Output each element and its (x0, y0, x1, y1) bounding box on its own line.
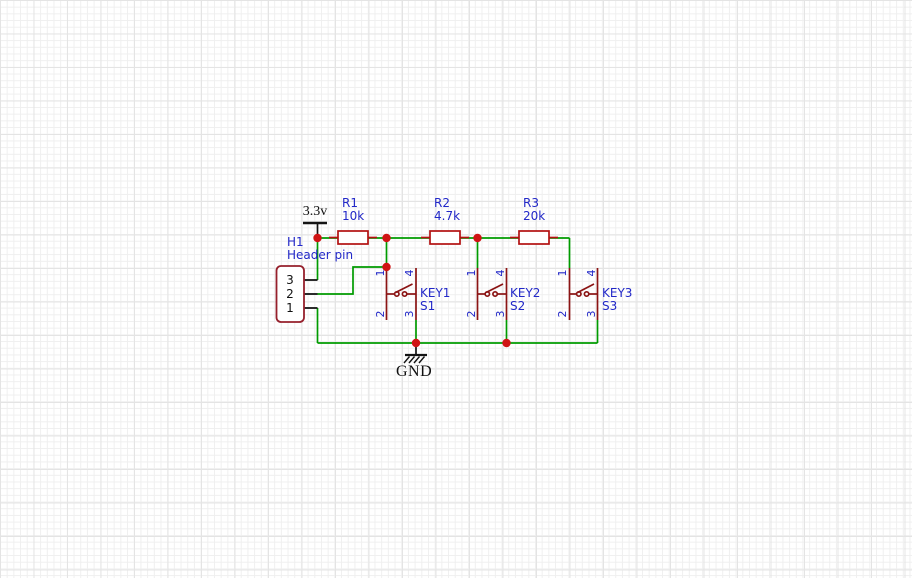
resistor-value-label[interactable]: 10k (342, 209, 365, 223)
junction-dot (382, 233, 391, 243)
resistor-value-label[interactable]: 4.7k (434, 209, 461, 223)
junction-dot (313, 233, 322, 243)
ground-hatch-icon (403, 356, 426, 364)
resistor-ref-label[interactable]: R1 (342, 196, 358, 210)
switch-pin-number: 4 (585, 269, 598, 277)
resistor-r3-labels[interactable]: R3 20k (523, 197, 545, 223)
wire-pin2-to-key1[interactable] (317, 266, 387, 295)
switch-contact-dot (492, 290, 499, 298)
switch-ref-label[interactable]: S1 (420, 299, 436, 313)
resistor-body (337, 230, 369, 245)
switch-pin-number: 1 (464, 269, 478, 277)
junction-dot (473, 233, 482, 243)
header-pin-stubs (304, 279, 318, 309)
switch-actuator-icon (395, 283, 413, 294)
switch-s2-symbol[interactable] (476, 268, 508, 320)
header-name-label[interactable]: Header pin (287, 248, 354, 262)
resistor-ref-label[interactable]: R2 (434, 196, 450, 210)
switch-pin-number: 2 (374, 310, 387, 318)
ground-net-label[interactable]: GND (396, 363, 433, 380)
resistor-r1-labels[interactable]: R1 10k (342, 197, 364, 223)
resistor-r2-labels[interactable]: R2 4.7k (434, 197, 460, 223)
resistor-r1-symbol[interactable] (329, 230, 377, 245)
switch-pin-number: 3 (585, 310, 598, 318)
switch-actuator-icon (485, 283, 504, 294)
header-h1-symbol[interactable] (275, 265, 305, 323)
resistor-ref-label[interactable]: R3 (523, 196, 539, 210)
resistor-r3-symbol[interactable] (510, 230, 558, 245)
junction-dot (502, 338, 511, 348)
header-ref-label[interactable]: H1 (287, 235, 304, 249)
switch-pin-number: 3 (493, 310, 507, 318)
switch-pin-number: 2 (464, 310, 478, 318)
switch-name-label[interactable]: KEY3 (602, 286, 633, 300)
switch-pin-number: 1 (374, 269, 387, 277)
header-pin1-number: 1 (286, 300, 294, 315)
resistor-value-label[interactable]: 20k (523, 209, 546, 223)
resistor-body (429, 230, 461, 245)
switch-pin-number: 4 (403, 269, 416, 277)
power-net-label[interactable]: 3.3v (302, 204, 328, 219)
switch-pin-number: 3 (403, 310, 416, 318)
header-pin2-number: 2 (286, 286, 294, 301)
switch-name-label[interactable]: KEY1 (420, 286, 451, 300)
header-body (275, 265, 305, 323)
switch-contact-dot (401, 290, 408, 298)
power-flag-3v3[interactable] (303, 221, 327, 236)
junction-dot (382, 262, 391, 272)
switch-name-label[interactable]: KEY2 (510, 286, 541, 300)
switch-s1-symbol[interactable] (385, 268, 417, 320)
junction-dot (411, 338, 421, 348)
switch-pin-number: 2 (556, 310, 569, 318)
wire-net[interactable] (316, 237, 599, 344)
header-pin3-number: 3 (286, 272, 294, 287)
switch-contact-dot (583, 290, 590, 298)
switch-pin-number: 1 (556, 269, 569, 277)
switch-s3-symbol[interactable] (568, 268, 599, 320)
switch-actuator-icon (577, 283, 595, 294)
switch-pin-number: 4 (493, 269, 507, 277)
ground-symbol[interactable] (403, 345, 427, 364)
switch-ref-label[interactable]: S2 (510, 299, 526, 313)
junction-dots (313, 233, 511, 348)
resistor-r2-symbol[interactable] (421, 230, 469, 245)
resistor-body (518, 230, 550, 245)
switch-ref-label[interactable]: S3 (602, 299, 618, 313)
